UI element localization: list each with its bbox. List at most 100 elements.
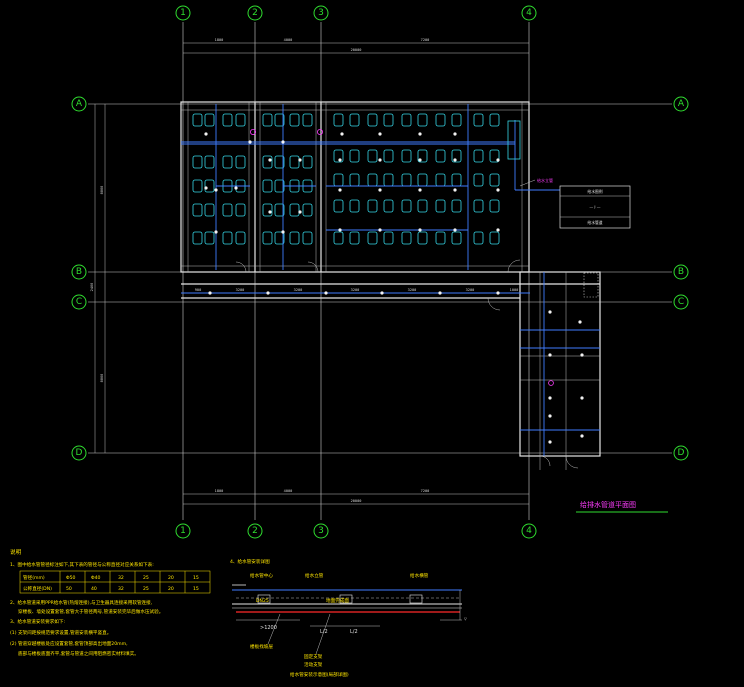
drawing-title: 给排水管道平面图 <box>576 500 668 513</box>
riser-point <box>204 186 208 190</box>
grid-bubble-col-4-bottom: 4 <box>521 523 537 539</box>
svg-text:穿楼板、墙处设置套管,套管大于管径两号,管道安装完毕后做水压: 穿楼板、墙处设置套管,套管大于管径两号,管道安装完毕后做水压试验。 <box>18 608 163 615</box>
svg-text:D: D <box>76 448 83 458</box>
svg-text:3200: 3200 <box>236 288 245 292</box>
svg-text:DN25: DN25 <box>256 598 269 604</box>
fixture-toilet <box>451 149 462 163</box>
axis-lines <box>88 22 672 520</box>
legend-box: 给水图例 — J — 给水管道 <box>559 185 631 229</box>
fixture-toilet <box>489 231 500 245</box>
fixture-toilet <box>235 113 246 127</box>
svg-text:D: D <box>678 448 685 458</box>
fixture-toilet <box>417 173 428 187</box>
riser-point <box>338 188 342 192</box>
fixture-toilet <box>204 179 215 193</box>
fixture-toilet <box>383 173 394 187</box>
svg-text:L/2: L/2 <box>350 629 358 635</box>
fixture-toilet <box>349 199 360 213</box>
grid-bubble-col-1-top: 1 <box>175 5 191 21</box>
fixture-toilet <box>435 113 446 127</box>
fixture-toilet <box>401 113 412 127</box>
fixture-toilet <box>222 203 233 217</box>
fixture-toilet <box>349 113 360 127</box>
fixture-toilet <box>383 113 394 127</box>
svg-text:3200: 3200 <box>294 288 303 292</box>
riser-point <box>418 188 422 192</box>
riser-point <box>548 310 552 314</box>
riser-point <box>281 230 285 234</box>
svg-text:▽: ▽ <box>464 617 467 621</box>
riser-point <box>418 228 422 232</box>
riser-point <box>578 320 582 324</box>
design-notes: 说明 1、图中给水管管径标注如下,其下表的管径与公称直径对应关系如下表: 管径(… <box>10 548 211 657</box>
fixture-toilet <box>435 149 446 163</box>
door-swings <box>235 259 579 470</box>
fixture-toilet <box>302 231 313 245</box>
svg-text:50: 50 <box>66 586 72 592</box>
svg-text:B: B <box>76 267 82 277</box>
svg-text:给排水管道平面图: 给排水管道平面图 <box>580 500 636 509</box>
fixture-toilet <box>451 231 462 245</box>
svg-text:4000: 4000 <box>284 489 293 493</box>
riser-point <box>266 291 270 295</box>
dimension-bottom: 1800 4000 7200 20000 <box>183 489 529 505</box>
building-walls <box>180 101 601 457</box>
riser-point <box>338 228 342 232</box>
fixture-toilet <box>367 231 378 245</box>
fixture-toilet <box>401 231 412 245</box>
svg-text:C: C <box>76 297 82 307</box>
fixture-toilet <box>367 199 378 213</box>
svg-text:900: 900 <box>195 288 202 292</box>
fixture-toilet <box>349 173 360 187</box>
svg-text:Φ50: Φ50 <box>66 575 76 581</box>
svg-text:— J —: — J — <box>589 204 600 209</box>
fixture-toilet <box>367 173 378 187</box>
svg-text:给水管道: 给水管道 <box>587 220 602 225</box>
fixture-toilet <box>417 113 428 127</box>
fixture-toilet <box>333 199 344 213</box>
svg-text:1: 1 <box>180 8 186 18</box>
riser-point <box>548 396 552 400</box>
riser-point <box>268 158 272 162</box>
svg-text:1800: 1800 <box>215 38 224 42</box>
dimension-left: 8800 2400 8800 <box>90 104 106 453</box>
fixture-toilet <box>367 149 378 163</box>
svg-text:(1) 支架间距按规范要求设置,管道安装横平竖直。: (1) 支架间距按规范要求设置,管道安装横平竖直。 <box>10 629 111 636</box>
fixture-toilet <box>222 231 233 245</box>
water-supply-pipes <box>181 104 600 456</box>
grid-bubble-row-c-right: C <box>673 294 689 310</box>
riser-point <box>418 132 422 136</box>
fixture-toilet <box>417 149 428 163</box>
fixture-toilet <box>401 149 412 163</box>
svg-text:3200: 3200 <box>351 288 360 292</box>
riser-point <box>496 228 500 232</box>
grid-bubble-col-3-bottom: 3 <box>313 523 329 539</box>
grid-bubble-col-1-bottom: 1 <box>175 523 191 539</box>
fixture-toilet <box>204 231 215 245</box>
svg-text:B: B <box>678 267 684 277</box>
fixture-toilet <box>489 149 500 163</box>
svg-text:4: 4 <box>526 8 532 18</box>
svg-text:2: 2 <box>252 526 258 536</box>
svg-text:>1200: >1200 <box>260 625 277 631</box>
fixture-toilet <box>473 231 484 245</box>
fixture-toilet <box>473 199 484 213</box>
grid-bubble-col-3-top: 3 <box>313 5 329 21</box>
fixture-toilet <box>222 155 233 169</box>
svg-text:给水横管: 给水横管 <box>410 572 429 579</box>
riser-point <box>378 188 382 192</box>
grid-bubble-col-4-top: 4 <box>521 5 537 21</box>
fixture-toilet <box>489 113 500 127</box>
fixture-toilet <box>262 179 273 193</box>
fixture-toilet <box>383 231 394 245</box>
fixture-toilet <box>204 155 215 169</box>
fixture-toilet <box>333 149 344 163</box>
fixture-toilet <box>401 173 412 187</box>
riser-point <box>248 140 252 144</box>
riser-point <box>338 158 342 162</box>
svg-text:3200: 3200 <box>466 288 475 292</box>
fixture-toilet <box>417 199 428 213</box>
fixture-toilet <box>192 203 203 217</box>
